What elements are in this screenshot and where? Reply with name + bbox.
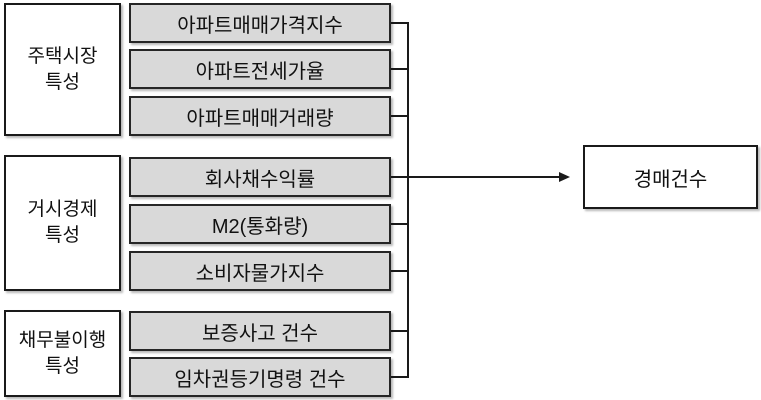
- category-box-macroeconomy: 거시경제 특성: [4, 155, 121, 291]
- variable-box-apartment-sale-volume: 아파트매매거래량: [129, 96, 391, 136]
- variable-box-m2-money-supply: M2(통화량): [129, 204, 391, 244]
- outcome-box-auction-count: 경매건수: [583, 145, 758, 209]
- arrow-head: [559, 172, 570, 182]
- variable-box-lease-registration-order-count: 임차권등기명령 건수: [129, 357, 391, 397]
- category-box-default-behavior: 채무불이행 특성: [4, 310, 121, 397]
- category-box-housing-market: 주택시장 특성: [4, 3, 121, 136]
- variable-box-apartment-sale-price-index: 아파트매매가격지수: [129, 3, 391, 43]
- variable-box-apartment-jeonse-ratio: 아파트전세가율: [129, 49, 391, 89]
- variable-box-corporate-bond-yield: 회사채수익률: [129, 157, 391, 197]
- variable-box-consumer-price-index: 소비자물가지수: [129, 251, 391, 291]
- variable-box-guarantee-accident-count: 보증사고 건수: [129, 311, 391, 351]
